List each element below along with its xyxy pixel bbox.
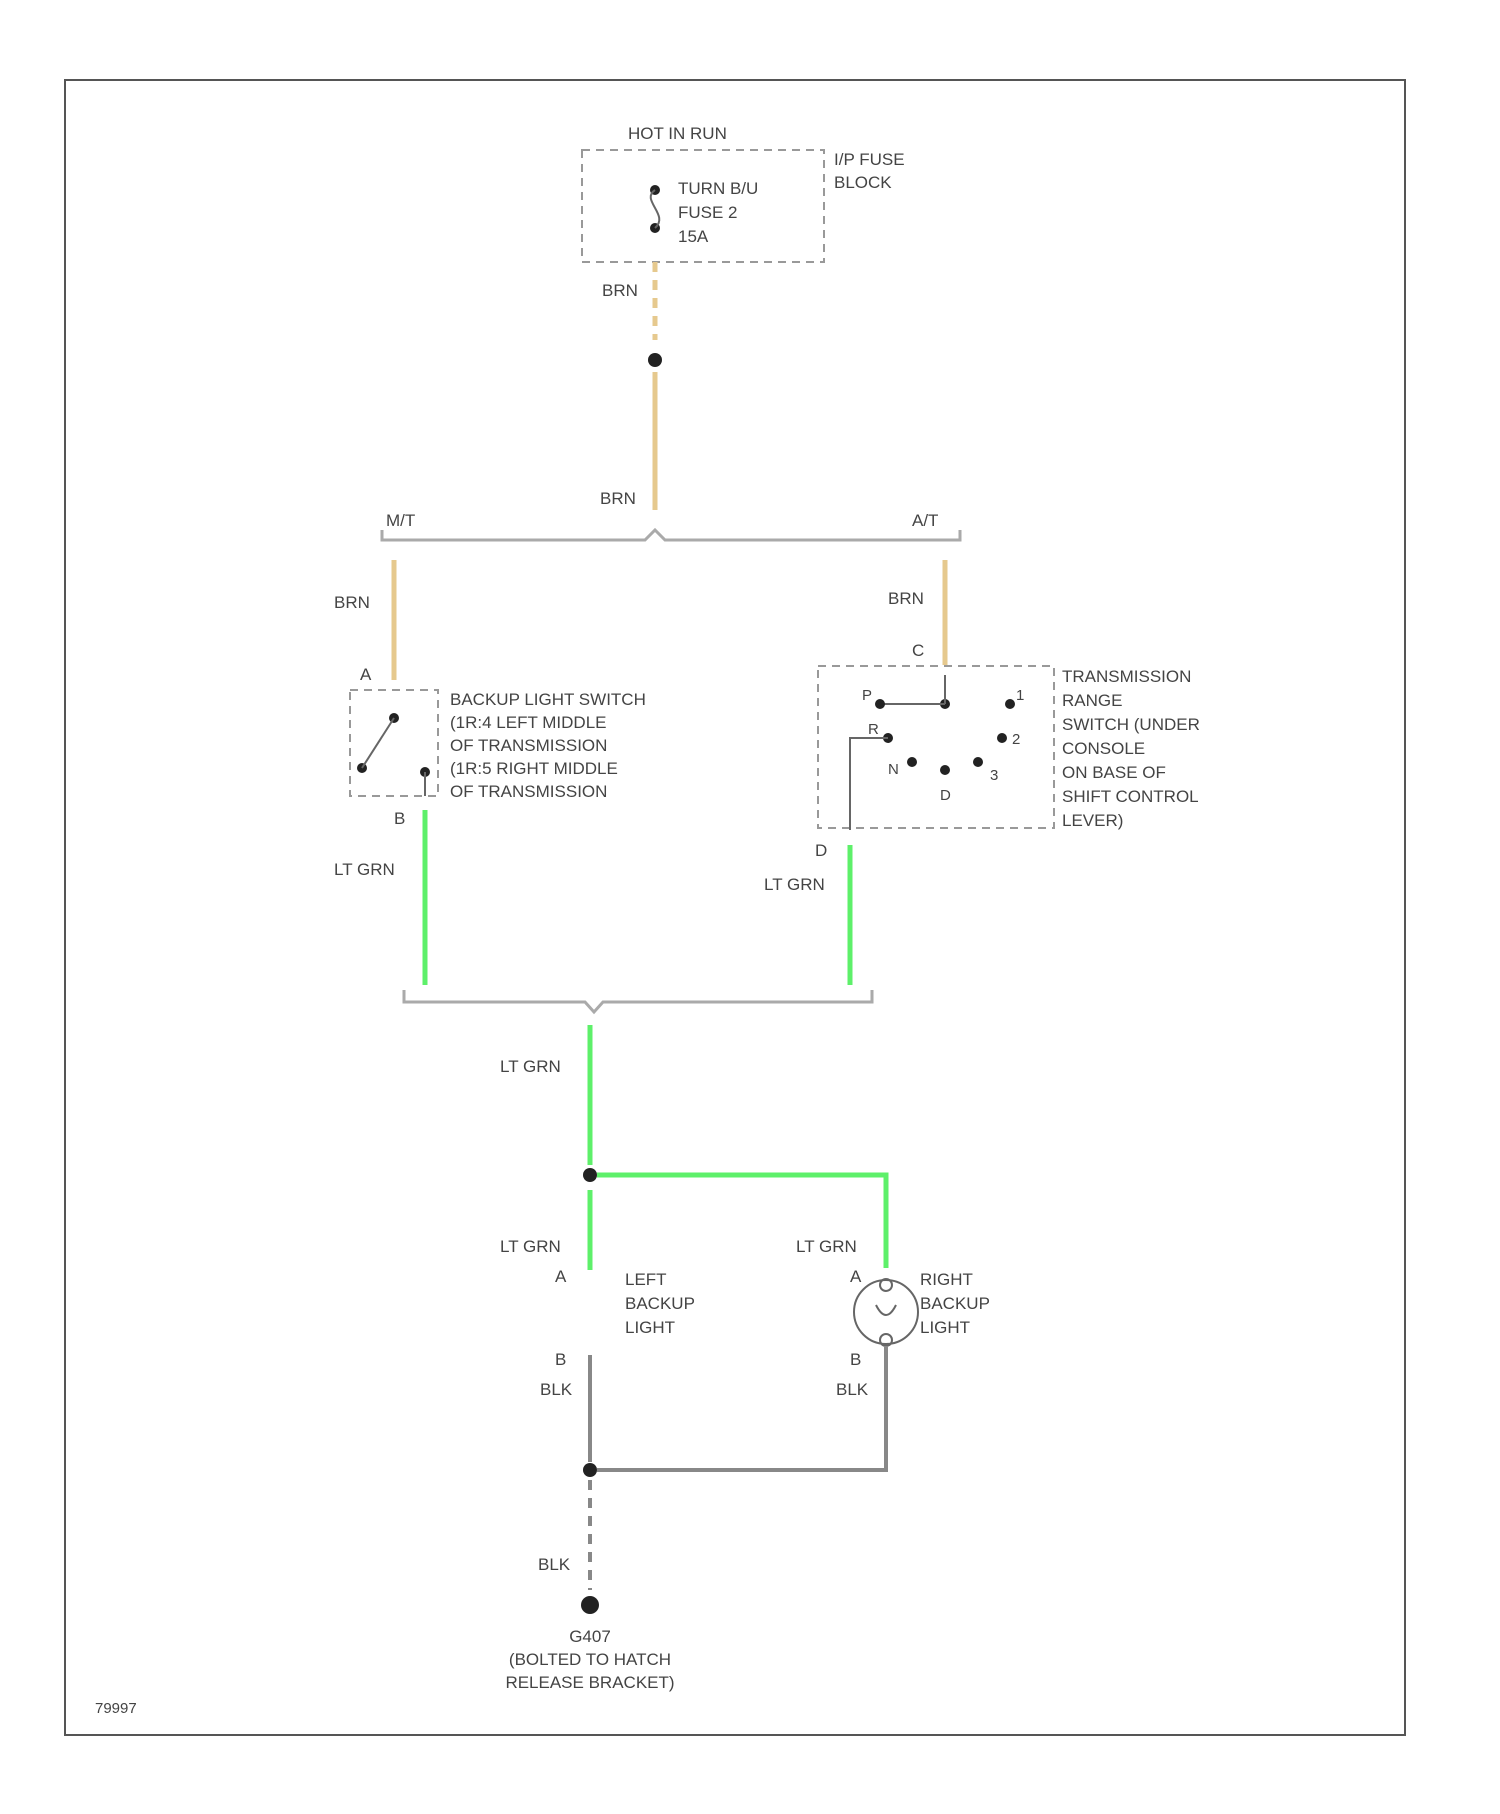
blk-label-left: BLK (540, 1380, 573, 1399)
range-contact-1 (1005, 699, 1015, 709)
ground-label-3: RELEASE BRACKET) (505, 1673, 674, 1692)
mt-label: M/T (386, 511, 415, 530)
backup-switch-blade (362, 718, 394, 768)
range-switch-pin-c: C (912, 641, 924, 660)
fuse-block: HOT IN RUN I/P FUSE BLOCK TURN B/U FUSE … (582, 124, 905, 262)
range-switch-label-1: TRANSMISSION (1062, 667, 1191, 686)
backup-switch-pin-b: B (394, 809, 405, 828)
backup-switch-label-2: (1R:4 LEFT MIDDLE (450, 713, 607, 732)
range-pos-r: R (868, 721, 879, 738)
right-light-pin-a: A (850, 1267, 862, 1286)
range-contact-2 (997, 733, 1007, 743)
splice-brn (648, 353, 662, 367)
figure-id: 79997 (95, 1700, 137, 1717)
blk-label-right: BLK (836, 1380, 869, 1399)
backup-switch-label-5: OF TRANSMISSION (450, 782, 607, 801)
fuse-label-1: TURN B/U (678, 179, 758, 198)
ltgrn-label-mt: LT GRN (334, 860, 395, 879)
blk-wire-right-lamp (597, 1346, 886, 1470)
left-light-pin-b: B (555, 1350, 566, 1369)
fuse-element (651, 190, 660, 228)
range-output-lead (850, 738, 888, 830)
ground-label-1: G407 (569, 1627, 611, 1646)
left-light-label-1: LEFT (625, 1270, 667, 1289)
right-light-pin-b: B (850, 1350, 861, 1369)
splice-ltgrn (583, 1168, 597, 1182)
fuse-block-label-1: I/P FUSE (834, 150, 905, 169)
range-switch-label-6: SHIFT CONTROL (1062, 787, 1199, 806)
ltgrn-label-at: LT GRN (764, 875, 825, 894)
option-brace-bottom (404, 990, 872, 1012)
backup-switch-label-1: BACKUP LIGHT SWITCH (450, 690, 646, 709)
backup-switch-label-3: OF TRANSMISSION (450, 736, 607, 755)
backup-switch-label-4: (1R:5 RIGHT MIDDLE (450, 759, 618, 778)
blk-label-ground: BLK (538, 1555, 571, 1574)
left-light-label-3: LIGHT (625, 1318, 675, 1337)
range-pos-2: 2 (1012, 731, 1020, 748)
range-switch-pin-d: D (815, 841, 827, 860)
range-switch-label-2: RANGE (1062, 691, 1122, 710)
range-contact-n (907, 757, 917, 767)
ground-label-2: (BOLTED TO HATCH (509, 1650, 671, 1669)
right-lamp-filament (876, 1305, 896, 1315)
backup-light-switch: A B BACKUP LIGHT SWITCH (1R:4 LEFT MIDDL… (350, 665, 646, 828)
range-switch-label-7: LEVER) (1062, 811, 1123, 830)
fuse-label-3: 15A (678, 227, 709, 246)
fuse-label-2: FUSE 2 (678, 203, 738, 222)
right-light-label-2: BACKUP (920, 1294, 990, 1313)
ltgrn-label-common: LT GRN (500, 1057, 561, 1076)
transmission-range-switch: C D P R N D 3 2 1 TRANSMISSION RANGE SWI… (815, 641, 1200, 860)
left-backup-light: A B LEFT BACKUP LIGHT (555, 1267, 695, 1369)
range-switch-label-3: SWITCH (UNDER (1062, 715, 1200, 734)
right-backup-light: A B RIGHT BACKUP LIGHT (850, 1267, 990, 1369)
ground-icon (581, 1596, 599, 1614)
range-pos-d: D (940, 787, 951, 804)
brn-label-mt: BRN (334, 593, 370, 612)
hot-in-run-label: HOT IN RUN (628, 124, 727, 143)
range-contact-d (940, 765, 950, 775)
diagram-frame (65, 80, 1405, 1735)
range-switch-label-4: CONSOLE (1062, 739, 1145, 758)
right-light-label-3: LIGHT (920, 1318, 970, 1337)
left-light-pin-a: A (555, 1267, 567, 1286)
ltgrn-label-left-lamp: LT GRN (500, 1237, 561, 1256)
right-light-label-1: RIGHT (920, 1270, 973, 1289)
fuse-block-label-2: BLOCK (834, 173, 892, 192)
range-contact-p (875, 699, 885, 709)
range-contact-3 (973, 757, 983, 767)
range-pos-n: N (888, 761, 899, 778)
brn-label-at: BRN (888, 589, 924, 608)
at-label: A/T (912, 511, 938, 530)
brn-label-mid: BRN (600, 489, 636, 508)
range-pos-3: 3 (990, 767, 998, 784)
range-switch-label-5: ON BASE OF (1062, 763, 1166, 782)
range-pos-p: P (862, 687, 872, 704)
ground-point: G407 (BOLTED TO HATCH RELEASE BRACKET) (505, 1596, 674, 1692)
brn-label-top: BRN (602, 281, 638, 300)
left-light-label-2: BACKUP (625, 1294, 695, 1313)
range-pos-1: 1 (1016, 687, 1024, 704)
option-brace-top (382, 530, 960, 540)
backup-switch-pin-a: A (360, 665, 372, 684)
splice-blk (583, 1463, 597, 1477)
ltgrn-label-right-lamp: LT GRN (796, 1237, 857, 1256)
